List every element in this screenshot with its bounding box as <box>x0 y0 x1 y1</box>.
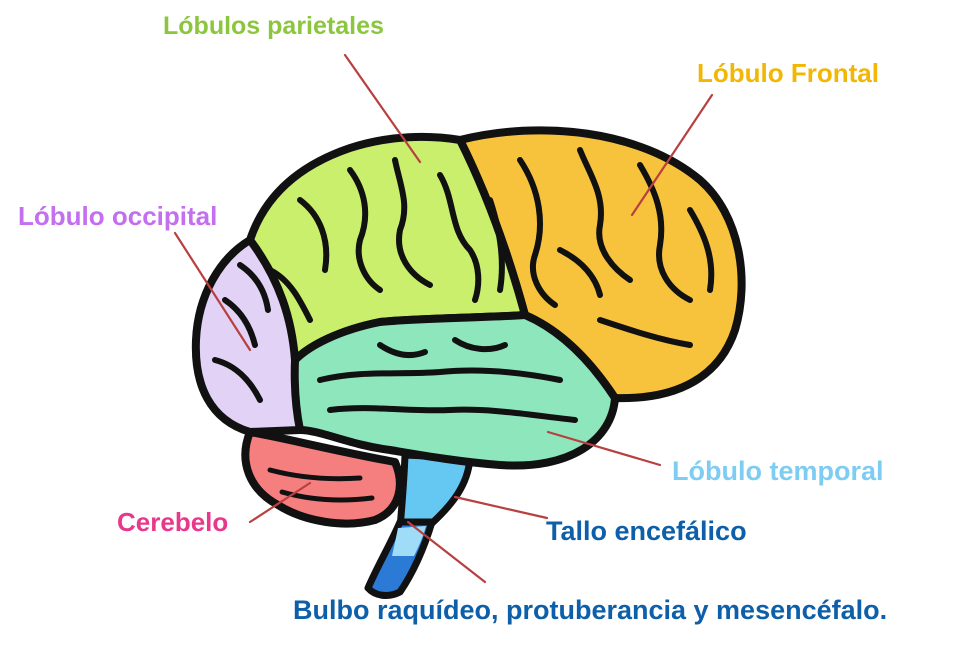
temporal-lobe-label: Lóbulo temporal <box>672 456 884 486</box>
occipital-lobe-label: Lóbulo occipital <box>18 201 218 231</box>
brainstem-label: Tallo encefálico <box>546 516 747 546</box>
temporal-fold-4 <box>452 337 508 353</box>
cerebrum <box>191 126 746 470</box>
temporal-fold-1 <box>317 367 563 383</box>
parietal-fold-1 <box>297 197 330 273</box>
temporal-fold-3 <box>377 342 428 359</box>
cerebellum-fold <box>267 467 375 503</box>
temporal-lobe-shape <box>290 311 619 470</box>
medulla-label: Bulbo raquídeo, protuberancia y mesencéf… <box>293 595 888 625</box>
cerebellum-label: Cerebelo <box>117 507 229 537</box>
parietal-leader-line <box>343 53 422 164</box>
temporal-leader-line <box>546 430 662 467</box>
parietal-fold-6 <box>487 197 505 293</box>
frontal-fold-1 <box>517 157 558 308</box>
occipital-fold-3 <box>237 262 271 313</box>
medulla-leader-line <box>406 520 487 584</box>
frontal-fold-4 <box>687 207 715 293</box>
parietal-fold-5 <box>267 267 313 323</box>
occipital-fold-2 <box>212 357 263 403</box>
frontal-fold-5 <box>597 317 693 348</box>
frontal-leader-line <box>630 93 714 217</box>
temporal-fold-2 <box>327 405 578 423</box>
occipital-fold-1 <box>222 297 258 348</box>
frontal-fold-2 <box>577 147 633 283</box>
parietal-fold-3 <box>392 157 433 288</box>
frontal-lobe-label: Lóbulo Frontal <box>697 58 879 88</box>
cerebellum-leader-line <box>248 481 312 524</box>
parietal-lobe-label: Lóbulos parietales <box>163 12 384 40</box>
parietal-fold-4 <box>437 172 482 303</box>
leader-lines <box>173 53 714 584</box>
brainstem-upper-shape <box>396 451 474 532</box>
medulla-highlight <box>392 526 426 556</box>
occipital-leader-line <box>173 231 252 352</box>
parietal-fold-2 <box>347 167 383 293</box>
brainstem-leader-line <box>453 495 549 520</box>
frontal-fold-6 <box>557 247 603 298</box>
